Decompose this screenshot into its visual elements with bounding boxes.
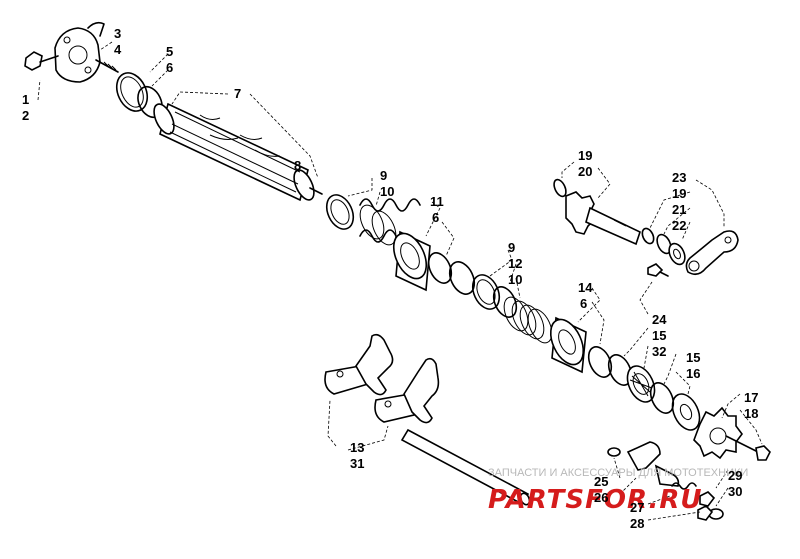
sleeve-14 (549, 316, 587, 374)
watermark-brand: PARTSFOR.RU (488, 485, 702, 515)
callout-17: 17 (744, 390, 758, 405)
callout-4: 4 (114, 42, 122, 57)
bearing-32 (626, 365, 656, 403)
callout-12: 12 (508, 256, 522, 271)
callout-1: 1 (22, 92, 29, 107)
shift-fork-13a (324, 333, 394, 396)
bolt-24 (647, 263, 669, 277)
callout-5: 5 (166, 44, 173, 59)
shift-arm-23 (685, 230, 739, 276)
callout-14: 14 (578, 280, 593, 295)
ring-19b (641, 227, 655, 245)
stopper-lever-assembly (607, 441, 724, 521)
callout-24: 24 (652, 312, 667, 327)
callout-15a: 15 (652, 328, 666, 343)
watermark: ЗАПЧАСТИ И АКСЕССУАРЫ ДЛЯ МОТОТЕХНИКИ PA… (488, 467, 748, 515)
bushing-22 (668, 242, 686, 266)
washer-12 (471, 274, 501, 310)
star-gear-17 (693, 406, 771, 461)
callout-19a: 19 (578, 148, 592, 163)
callout-23: 23 (672, 170, 686, 185)
ring-5 (115, 72, 149, 112)
callout-16: 16 (686, 366, 700, 381)
callout-labels: 1 2 3 4 5 6 7 8 9 10 11 6 9 12 10 14 6 1… (22, 26, 758, 531)
callout-9b: 9 (508, 240, 515, 255)
callout-21: 21 (672, 202, 686, 217)
callout-6a: 6 (166, 60, 173, 75)
callout-25: 25 (594, 474, 608, 489)
callout-27: 27 (630, 500, 644, 515)
callout-3: 3 (114, 26, 121, 41)
callout-13: 13 (350, 440, 364, 455)
callout-7: 7 (234, 86, 241, 101)
callout-28: 28 (630, 516, 644, 531)
callout-15b: 15 (686, 350, 700, 365)
callout-6b: 6 (432, 210, 439, 225)
callout-10b: 10 (508, 272, 522, 287)
callout-6c: 6 (580, 296, 587, 311)
spring-10b (503, 296, 553, 344)
callout-10a: 10 (380, 184, 394, 199)
callout-20: 20 (578, 164, 592, 179)
callout-31: 31 (350, 456, 364, 471)
ring-15a (607, 354, 633, 386)
ring-15b (649, 382, 675, 414)
sleeve-11 (392, 230, 431, 292)
washer-9a (325, 194, 355, 230)
callout-22: 22 (672, 218, 686, 233)
callout-11: 11 (430, 194, 444, 209)
callout-18: 18 (744, 406, 758, 421)
fork-shaft-31 (400, 428, 531, 506)
shift-shaft-20 (553, 178, 641, 246)
callout-19b: 19 (672, 186, 686, 201)
callout-29: 29 (728, 468, 742, 483)
ring-21 (656, 233, 672, 255)
ring-6b (427, 252, 453, 284)
washer-16 (671, 393, 701, 431)
shift-drum (153, 102, 323, 202)
ring-9b (448, 261, 476, 295)
callout-9a: 9 (380, 168, 387, 183)
leader-lines (37, 41, 763, 521)
shift-fork-13b (374, 357, 440, 424)
ring-6c (587, 346, 613, 378)
shift-cover-plate (24, 21, 119, 83)
watermark-tagline: ЗАПЧАСТИ И АКСЕССУАРЫ ДЛЯ МОТОТЕХНИКИ (488, 467, 748, 479)
callout-26: 26 (594, 490, 608, 505)
callout-32: 32 (652, 344, 666, 359)
callout-2: 2 (22, 108, 29, 123)
callout-8: 8 (294, 158, 301, 173)
callout-30: 30 (728, 484, 742, 499)
